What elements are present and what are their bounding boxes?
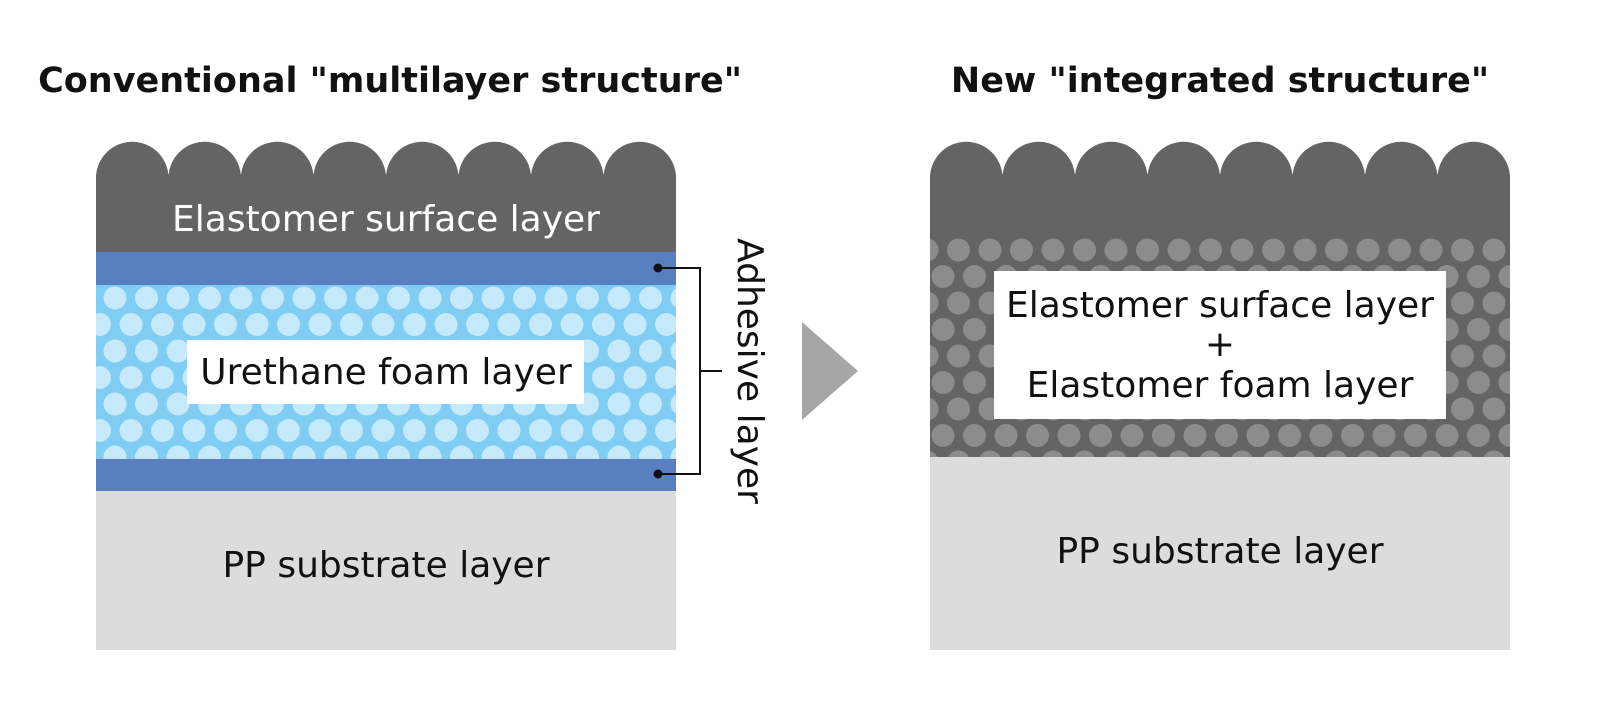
scallops-right [930,141,1510,178]
conventional-structure: Conventional "multilayer structure" Elas… [38,61,770,650]
integrated-structure: New "integrated structure" Elastomer sur… [930,61,1510,650]
combined-label-line1: Elastomer surface layer [1006,285,1434,326]
combined-label-plus: + [1205,324,1235,365]
pp-substrate-layer-right: PP substrate layer [930,457,1510,650]
combined-label-box [994,271,1446,419]
urethane-foam-layer: Urethane foam layer [96,285,676,459]
elastomer-integrated-layer: Elastomer surface layer + Elastomer foam… [930,141,1510,457]
conventional-title: Conventional "multilayer structure" [38,61,742,101]
scallops-left [96,141,676,178]
substrate-label-right: PP substrate layer [1056,531,1383,572]
pp-substrate-layer-left: PP substrate layer [96,491,676,650]
transition-arrow [802,322,858,420]
combined-label-line2: Elastomer foam layer [1027,365,1414,406]
adhesive-callout: Adhesive layer [653,238,770,504]
foam-label-box [187,340,584,404]
foam-layer-label: Urethane foam layer [200,352,572,393]
elastomer-surface-layer: Elastomer surface layer [96,141,676,252]
adhesive-layer-bottom [96,459,676,491]
substrate-label-left: PP substrate layer [222,545,549,586]
adhesive-layer-top [96,252,676,285]
integrated-title: New "integrated structure" [951,61,1489,101]
adhesive-layer-label: Adhesive layer [729,238,770,504]
surface-layer-label: Elastomer surface layer [172,199,600,240]
